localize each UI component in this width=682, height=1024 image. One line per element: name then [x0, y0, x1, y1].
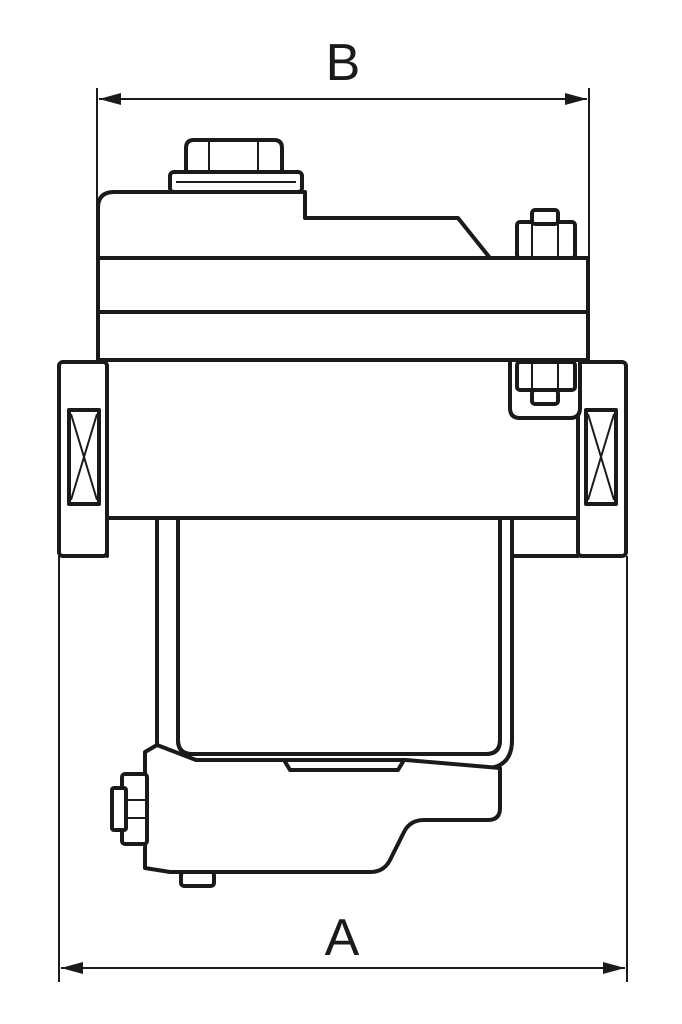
- drain-boss: [282, 758, 406, 772]
- body-shoulder-left: [105, 516, 159, 528]
- cover-bolt-upper-nut-icon: [515, 220, 577, 260]
- cover-top: [96, 190, 492, 260]
- dim-b-arrow-right: [565, 93, 587, 105]
- cover-bolt-lower-nut-icon: [515, 360, 577, 392]
- cover-bolt-stud-bottom: [530, 388, 560, 406]
- dimension-a: A: [58, 556, 628, 982]
- inlet-bolt-cross-icon: [70, 413, 98, 501]
- cover-flange: [96, 256, 590, 362]
- dim-b-label: B: [326, 34, 361, 92]
- dim-a-label: A: [325, 909, 360, 967]
- dim-b-arrow-left: [99, 93, 121, 105]
- outlet-flange-bolt-hole: [584, 408, 618, 506]
- inlet-flange-bolt-hole: [67, 408, 101, 506]
- drain-plug-nut: [110, 786, 128, 832]
- top-hex-nut-icon: [184, 138, 284, 174]
- cover-bolt-stud-top: [530, 208, 560, 226]
- outlet-bolt-cross-icon: [587, 413, 615, 501]
- float-chamber: [155, 516, 514, 770]
- float-chamber-inner: [176, 522, 502, 756]
- bottom-housing: [143, 524, 502, 874]
- dim-a-arrow-right: [603, 962, 625, 974]
- bottom-plug: [179, 870, 216, 888]
- dim-a-arrow-left: [61, 962, 83, 974]
- trap-body: [57, 358, 628, 888]
- cover-assembly: [96, 138, 590, 420]
- body-shoulder-right: [510, 516, 580, 558]
